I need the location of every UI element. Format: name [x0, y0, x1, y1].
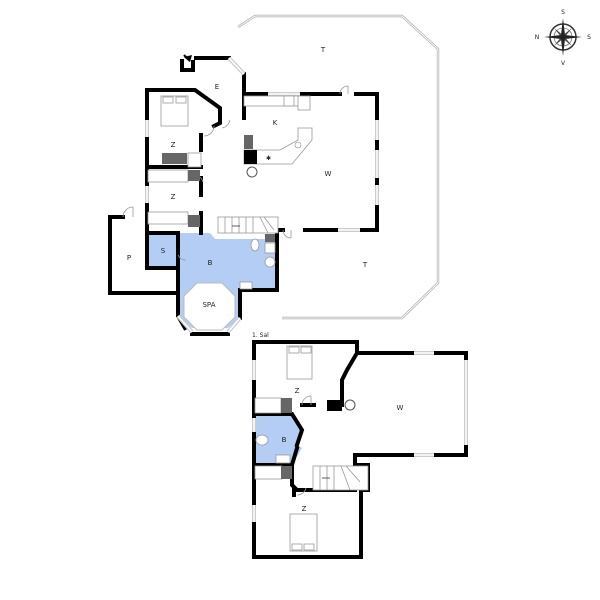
first-floor-furniture: [254, 345, 369, 552]
bath-fixtures: [239, 234, 276, 290]
room-label-kitchen: K: [273, 119, 278, 127]
compass-label-left: N: [535, 34, 540, 41]
room-label-living: W: [325, 170, 332, 178]
room-label-terrace1: T: [320, 46, 326, 54]
terrace-outline: [237, 14, 440, 320]
compass-label-right: S: [587, 34, 591, 41]
staircase: [217, 216, 279, 234]
first-floor: 1. Sal: [252, 332, 468, 559]
first-floor-windows: [252, 351, 468, 522]
room-label-bedroom3: Z: [295, 387, 300, 395]
ground-floor-windows: [145, 56, 379, 334]
room-label-parking: P: [127, 254, 131, 262]
room-label-terrace2: T: [362, 261, 368, 269]
room-label-bedroom1: Z: [171, 141, 176, 149]
spa-tub: [183, 282, 236, 331]
room-label-bath2: B: [282, 436, 287, 444]
floor-title: 1. Sal: [252, 332, 269, 339]
stove-icon: [294, 141, 302, 149]
ground-floor: ✱ ✱: [108, 14, 440, 336]
compass-label-top: S: [561, 9, 565, 16]
room-label-living2: W: [397, 404, 404, 412]
room-label-storage: S: [161, 247, 166, 255]
room-label-spa: SPA: [202, 301, 215, 309]
bedroom-furniture: [147, 95, 202, 227]
compass-rose-icon: S N S V: [535, 9, 591, 67]
fridge-icon: ✱: [266, 155, 271, 162]
wet-room-fill-upper: [254, 414, 302, 465]
doors: [122, 85, 349, 261]
ground-floor-walls: [108, 56, 379, 336]
room-label-bath: B: [208, 259, 213, 267]
room-label-entry: E: [215, 83, 219, 91]
room-label-bedroom2: Z: [171, 193, 176, 201]
compass-label-bottom: V: [561, 60, 566, 67]
kitchen-fixtures: ✱ ✱: [192, 95, 313, 178]
room-label-bedroom4: Z: [302, 505, 307, 513]
